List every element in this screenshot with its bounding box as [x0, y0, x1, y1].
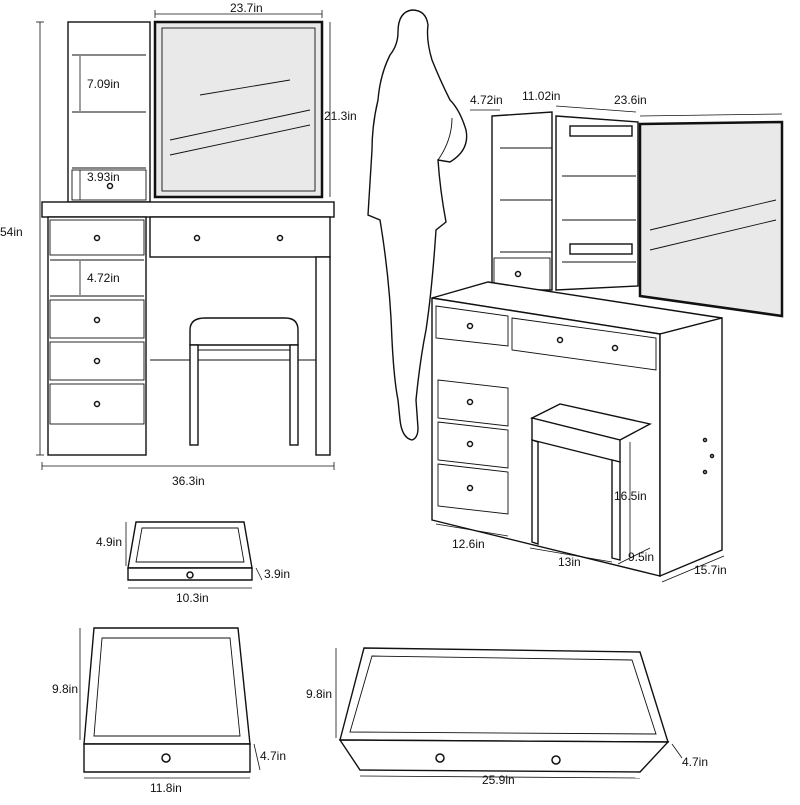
front-open-shelf-height-label: 4.72in [87, 271, 120, 285]
side-mirror-width-label: 23.6in [614, 93, 647, 107]
side-desk-depth-label: 15.7in [694, 563, 727, 577]
medium-drawer-height-label: 4.7in [260, 749, 286, 763]
knob-icon [93, 357, 101, 365]
side-view-vanity [431, 111, 784, 578]
front-view-dimensions: 23.7in 21.3in 7.09in 3.93in 54in 4.72in … [0, 1, 357, 488]
front-mirror-height-label: 21.3in [324, 109, 357, 123]
knob-icon [435, 753, 445, 763]
large-drawer-depth-label: 9.8in [306, 687, 332, 701]
side-stool-width-label: 13in [558, 555, 581, 569]
knob-icon [161, 753, 171, 763]
hinge [569, 125, 633, 137]
small-drawer-height-label: 3.9in [264, 567, 290, 581]
knob-icon [466, 322, 474, 330]
front-total-height-label: 54in [0, 225, 23, 239]
knob-icon [551, 755, 561, 765]
side-mirror [638, 120, 784, 318]
small-drawer: 4.9in 3.9in 10.3in [96, 521, 290, 605]
side-shelf-width-label: 11.02in [522, 89, 560, 103]
knob-icon [93, 316, 101, 324]
knob-icon [466, 398, 474, 406]
medium-drawer-width-label: 11.8in [150, 781, 182, 795]
knob-icon [514, 270, 522, 278]
knob-icon [611, 344, 619, 352]
front-view-vanity [41, 20, 335, 456]
stool [189, 317, 299, 446]
medium-drawer: 9.8in 4.7in 11.8in [52, 627, 286, 795]
person-silhouette [367, 9, 468, 441]
knob-icon [93, 400, 101, 408]
large-drawer-width-label: 25.9in [482, 773, 515, 787]
knob-icon [93, 234, 101, 242]
knob-icon [186, 571, 194, 579]
side-stool [529, 403, 652, 561]
front-total-width-label: 36.3in [172, 474, 205, 488]
front-shelf-height-label: 7.09in [87, 77, 120, 91]
knob-icon [193, 234, 201, 242]
small-drawer-width-label: 10.3in [176, 591, 209, 605]
front-mirror-width-label: 23.7in [230, 1, 263, 15]
side-cabinet-width-label: 12.6in [452, 537, 485, 551]
front-small-drawer-height-label: 3.93in [87, 170, 120, 184]
side-stool-height-label: 16.5in [614, 489, 647, 503]
knob-icon [106, 182, 114, 190]
side-view-dimensions: 4.72in 11.02in 23.6in 16.5in 12.6in 13in… [435, 89, 783, 583]
knob-icon [556, 336, 564, 344]
medium-drawer-depth-label: 9.8in [52, 682, 78, 696]
hinge [569, 243, 633, 255]
large-drawer: 9.8in 4.7in 25.9in [306, 647, 708, 787]
small-drawer-depth-label: 4.9in [96, 535, 122, 549]
large-drawer-height-label: 4.7in [682, 755, 708, 769]
mirror [153, 20, 324, 199]
knob-icon [466, 484, 474, 492]
side-shelf-depth-label: 4.72in [470, 93, 503, 107]
knob-icon [276, 234, 284, 242]
knob-icon [466, 440, 474, 448]
side-stool-depth-label: 9.5in [628, 550, 654, 564]
